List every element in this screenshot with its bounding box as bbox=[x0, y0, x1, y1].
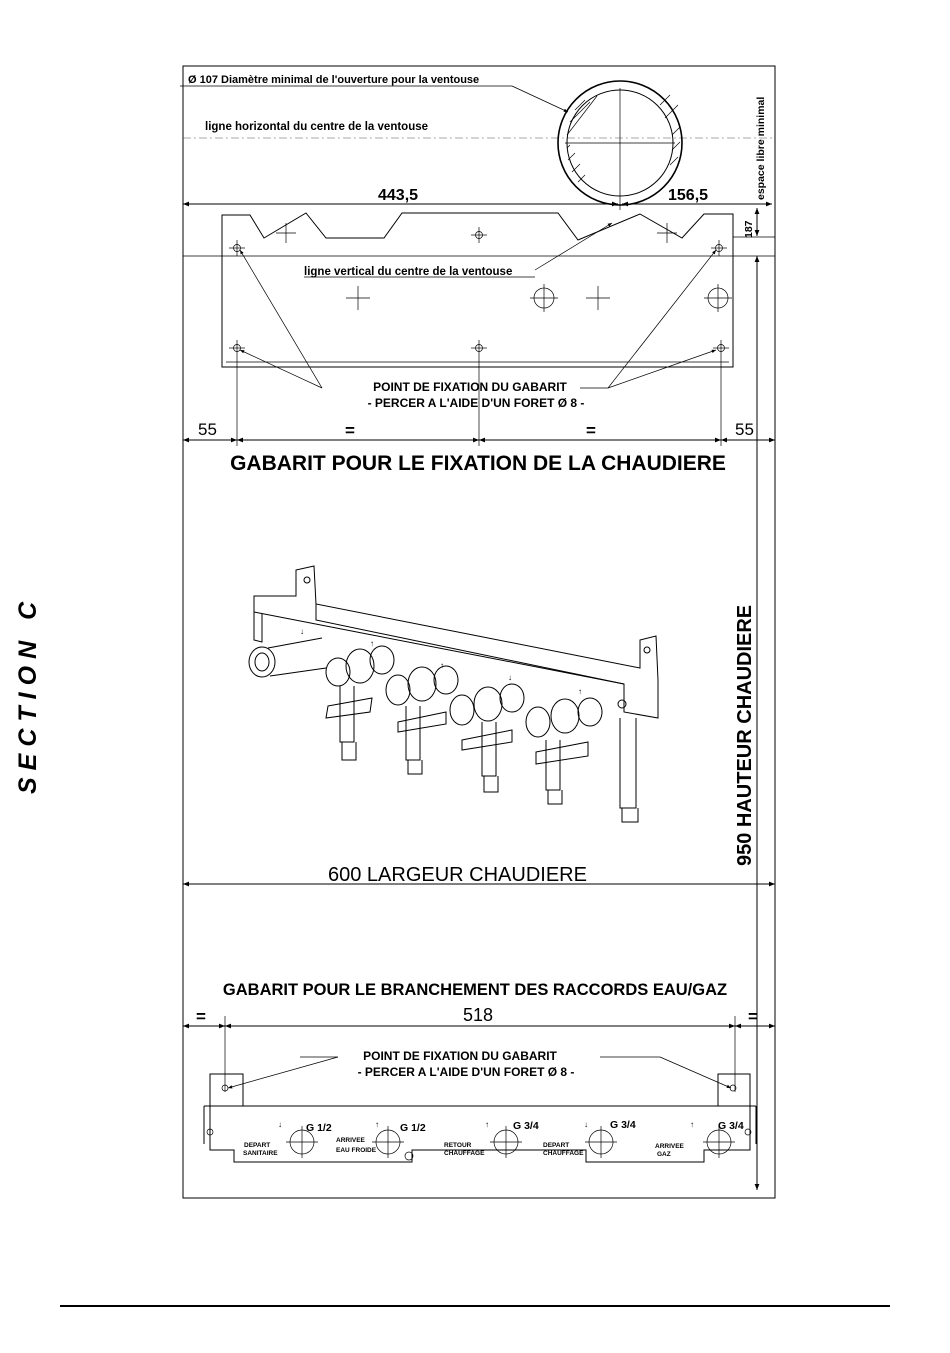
connection-1-name-line1: DEPART bbox=[244, 1142, 270, 1149]
vent-circle bbox=[557, 80, 683, 210]
connection-3-name-line2: CHAUFFAGE bbox=[444, 1150, 485, 1157]
vertical-center-line-label: ligne vertical du centre de la ventouse bbox=[304, 266, 512, 278]
connection-1-name-line2: SANITAIRE bbox=[243, 1150, 278, 1157]
connection-1-size: G 1/2 bbox=[306, 1122, 332, 1134]
horizontal-center-line-label: ligne horizontal du centre de la ventous… bbox=[205, 121, 428, 133]
svg-text:↓: ↓ bbox=[584, 1120, 588, 1129]
dim-equal-right: = bbox=[586, 421, 596, 440]
svg-text:↑: ↑ bbox=[375, 1120, 379, 1129]
connection-2-name-line2: EAU FROIDE bbox=[336, 1147, 377, 1154]
boiler-height-label: 950 HAUTEUR CHAUDIERE bbox=[734, 605, 756, 866]
section-c-side-label: SECTION C bbox=[14, 595, 42, 794]
connection-5-name-line2: GAZ bbox=[657, 1151, 671, 1158]
boiler-width-label: 600 LARGEUR CHAUDIERE bbox=[328, 864, 587, 886]
main-title: GABARIT POUR LE FIXATION DE LA CHAUDIERE bbox=[230, 452, 726, 475]
connection-4-name-line1: DEPART bbox=[543, 1142, 569, 1149]
svg-text:↓: ↓ bbox=[508, 673, 512, 682]
svg-text:↑: ↑ bbox=[485, 1120, 489, 1129]
bottom-fixing-point-line1: POINT DE FIXATION DU GABARIT bbox=[363, 1049, 557, 1063]
connection-4-name-line2: CHAUFFAGE bbox=[543, 1150, 584, 1157]
bottom-fixing-point-line2: - PERCER A L'AIDE D'UN FORET Ø 8 - bbox=[358, 1065, 575, 1079]
connection-2-name-line1: ARRIVEE bbox=[336, 1137, 366, 1144]
connection-5-size: G 3/4 bbox=[718, 1120, 744, 1132]
dim-187: 187 bbox=[743, 220, 755, 238]
svg-text:↑: ↑ bbox=[690, 1120, 694, 1129]
vent-diameter-note: Ø 107 Diamètre minimal de l'ouverture po… bbox=[188, 74, 479, 86]
svg-text:↓: ↓ bbox=[300, 627, 304, 636]
min-free-space-label: espace libre minimal bbox=[755, 97, 767, 200]
bottom-dim-518: 518 bbox=[463, 1005, 493, 1025]
connection-2-size: G 1/2 bbox=[400, 1122, 426, 1134]
connection-4-size: G 3/4 bbox=[610, 1119, 636, 1131]
connection-3-size: G 3/4 bbox=[513, 1120, 539, 1132]
dim-55-left: 55 bbox=[198, 420, 217, 439]
svg-text:↑: ↑ bbox=[370, 639, 374, 648]
svg-text:↑: ↑ bbox=[440, 661, 444, 670]
bottom-template-title: GABARIT POUR LE BRANCHEMENT DES RACCORDS… bbox=[223, 981, 727, 999]
connection-5-name-line1: ARRIVEE bbox=[655, 1143, 685, 1150]
dim-443-5: 443,5 bbox=[378, 187, 418, 204]
manifold-illustration: ↓ ↑ ↑ ↓ ↑ bbox=[248, 565, 659, 823]
top-fixing-point-line2: - PERCER A L'AIDE D'UN FORET Ø 8 - bbox=[368, 396, 585, 410]
boiler-outline-frame bbox=[182, 65, 776, 1199]
bottom-dim-equal-right: = bbox=[748, 1007, 758, 1026]
dim-55-right: 55 bbox=[735, 420, 754, 439]
dim-equal-left: = bbox=[345, 421, 355, 440]
wall-template-plate bbox=[221, 212, 734, 368]
bottom-template: GABARIT POUR LE BRANCHEMENT DES RACCORDS… bbox=[183, 981, 775, 1163]
bottom-dim-equal-left: = bbox=[196, 1007, 206, 1026]
svg-text:↓: ↓ bbox=[278, 1120, 282, 1129]
top-fixing-point-line1: POINT DE FIXATION DU GABARIT bbox=[373, 380, 567, 394]
dim-156-5: 156,5 bbox=[668, 187, 708, 204]
connection-3-name-line1: RETOUR bbox=[444, 1142, 472, 1149]
top-template: Ø 107 Diamètre minimal de l'ouverture po… bbox=[180, 74, 775, 446]
svg-text:↑: ↑ bbox=[578, 687, 582, 696]
section-label: SECTION C bbox=[14, 595, 42, 794]
footer-rule bbox=[60, 1305, 890, 1307]
